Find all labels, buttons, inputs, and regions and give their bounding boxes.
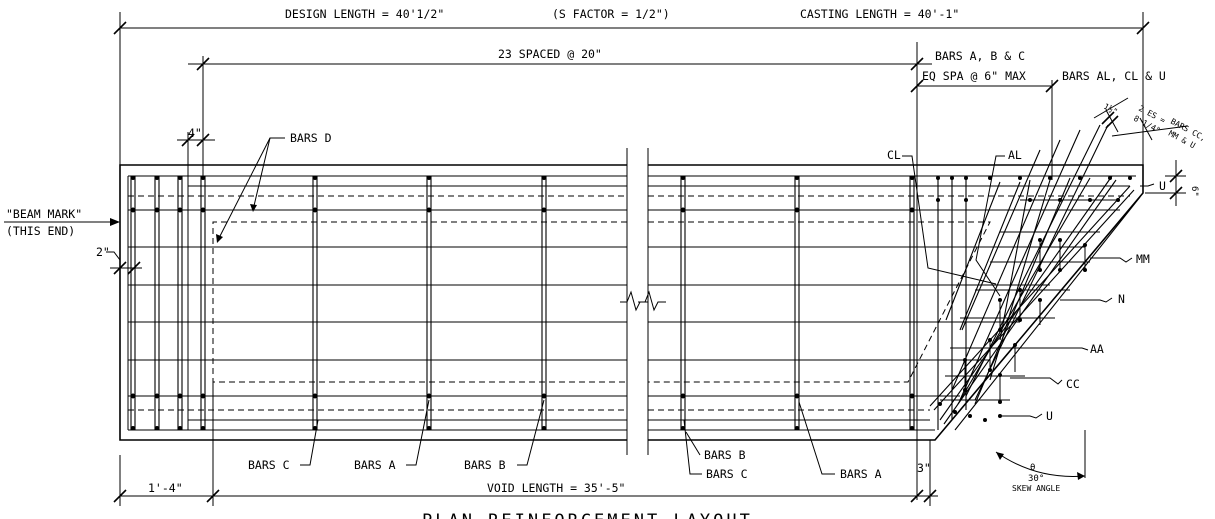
end-dim-label: 1'-4" — [148, 481, 183, 495]
spacing-label: 23 SPACED @ 20" — [498, 47, 602, 61]
u-top-label: U — [1159, 179, 1166, 193]
skew-dimension — [1093, 97, 1189, 141]
inner-lines — [127, 175, 1136, 431]
bars-d-leader — [216, 137, 285, 243]
skew-crossbars — [940, 199, 1120, 402]
angle-label: 30° — [1028, 474, 1044, 484]
bars-abc-label: BARS A, B & C — [935, 49, 1025, 63]
bars-b-left-label: BARS B — [464, 458, 506, 472]
void-length-label: VOID LENGTH = 35'-5" — [487, 481, 625, 495]
three-inch-label: 3" — [917, 461, 931, 475]
bars-a-left-label: BARS A — [354, 458, 396, 472]
theta-label: θ — [1030, 463, 1035, 473]
two-inch-label: 2" — [96, 245, 110, 259]
bars-c-left-label: BARS C — [248, 458, 290, 472]
drawing-title: PLAN REINFORCEMENT LAYOUT — [422, 511, 753, 519]
one-half-label: 1½" — [1102, 101, 1119, 117]
eq-spa-label: EQ SPA @ 6" MAX — [922, 69, 1026, 83]
beam-mark-arrow — [4, 218, 120, 226]
al-label: AL — [1008, 148, 1022, 162]
bars-c-right-label: BARS C — [706, 467, 748, 481]
casting-length-label: CASTING LENGTH = 40'-1" — [800, 7, 959, 21]
bottom-leaders — [300, 399, 835, 475]
n-label: N — [1118, 292, 1125, 306]
skew-angle-label: SKEW ANGLE — [1012, 484, 1060, 493]
four-inch-dimension — [177, 132, 215, 178]
dashed-lines — [128, 195, 1130, 411]
two-inch-dimension — [106, 251, 142, 275]
bars-alclu-label: BARS AL, CL & U — [1062, 69, 1166, 83]
cc-label: CC — [1066, 377, 1080, 391]
right-leaders — [902, 155, 1155, 419]
aa-label: AA — [1090, 342, 1104, 356]
bar-end-dots — [130, 176, 915, 430]
bars-d-label: BARS D — [290, 131, 332, 145]
skew-angle-arc — [995, 430, 1086, 480]
this-end-label: (THIS END) — [6, 224, 75, 238]
mm-label: MM — [1136, 252, 1150, 266]
break-symbol — [620, 290, 666, 312]
void-length-dimension — [113, 382, 938, 506]
bars-a-right-label: BARS A — [840, 467, 882, 481]
end-stirrups — [130, 176, 206, 430]
four-inch-label: 4" — [188, 126, 202, 140]
void-outline — [212, 221, 991, 383]
spacing-dimension — [188, 56, 924, 140]
u-bottom-label: U — [1046, 409, 1053, 423]
s-factor-label: (S FACTOR = 1/2") — [552, 7, 670, 21]
beam-outline — [119, 148, 1144, 455]
bars-abc-dimension — [910, 42, 1059, 500]
bars-b-right-label: BARS B — [704, 448, 746, 462]
design-length-dimension — [113, 12, 1150, 165]
design-length-label: DESIGN LENGTH = 40'1/2" — [285, 7, 444, 21]
skew-dots — [936, 176, 1132, 422]
cl-label: CL — [887, 148, 901, 162]
six-inch-dimension — [1145, 160, 1186, 206]
interior-stirrups — [312, 176, 915, 430]
six-inch-label: 6" — [1189, 186, 1199, 197]
beam-mark-label: "BEAM MARK" — [6, 207, 82, 221]
